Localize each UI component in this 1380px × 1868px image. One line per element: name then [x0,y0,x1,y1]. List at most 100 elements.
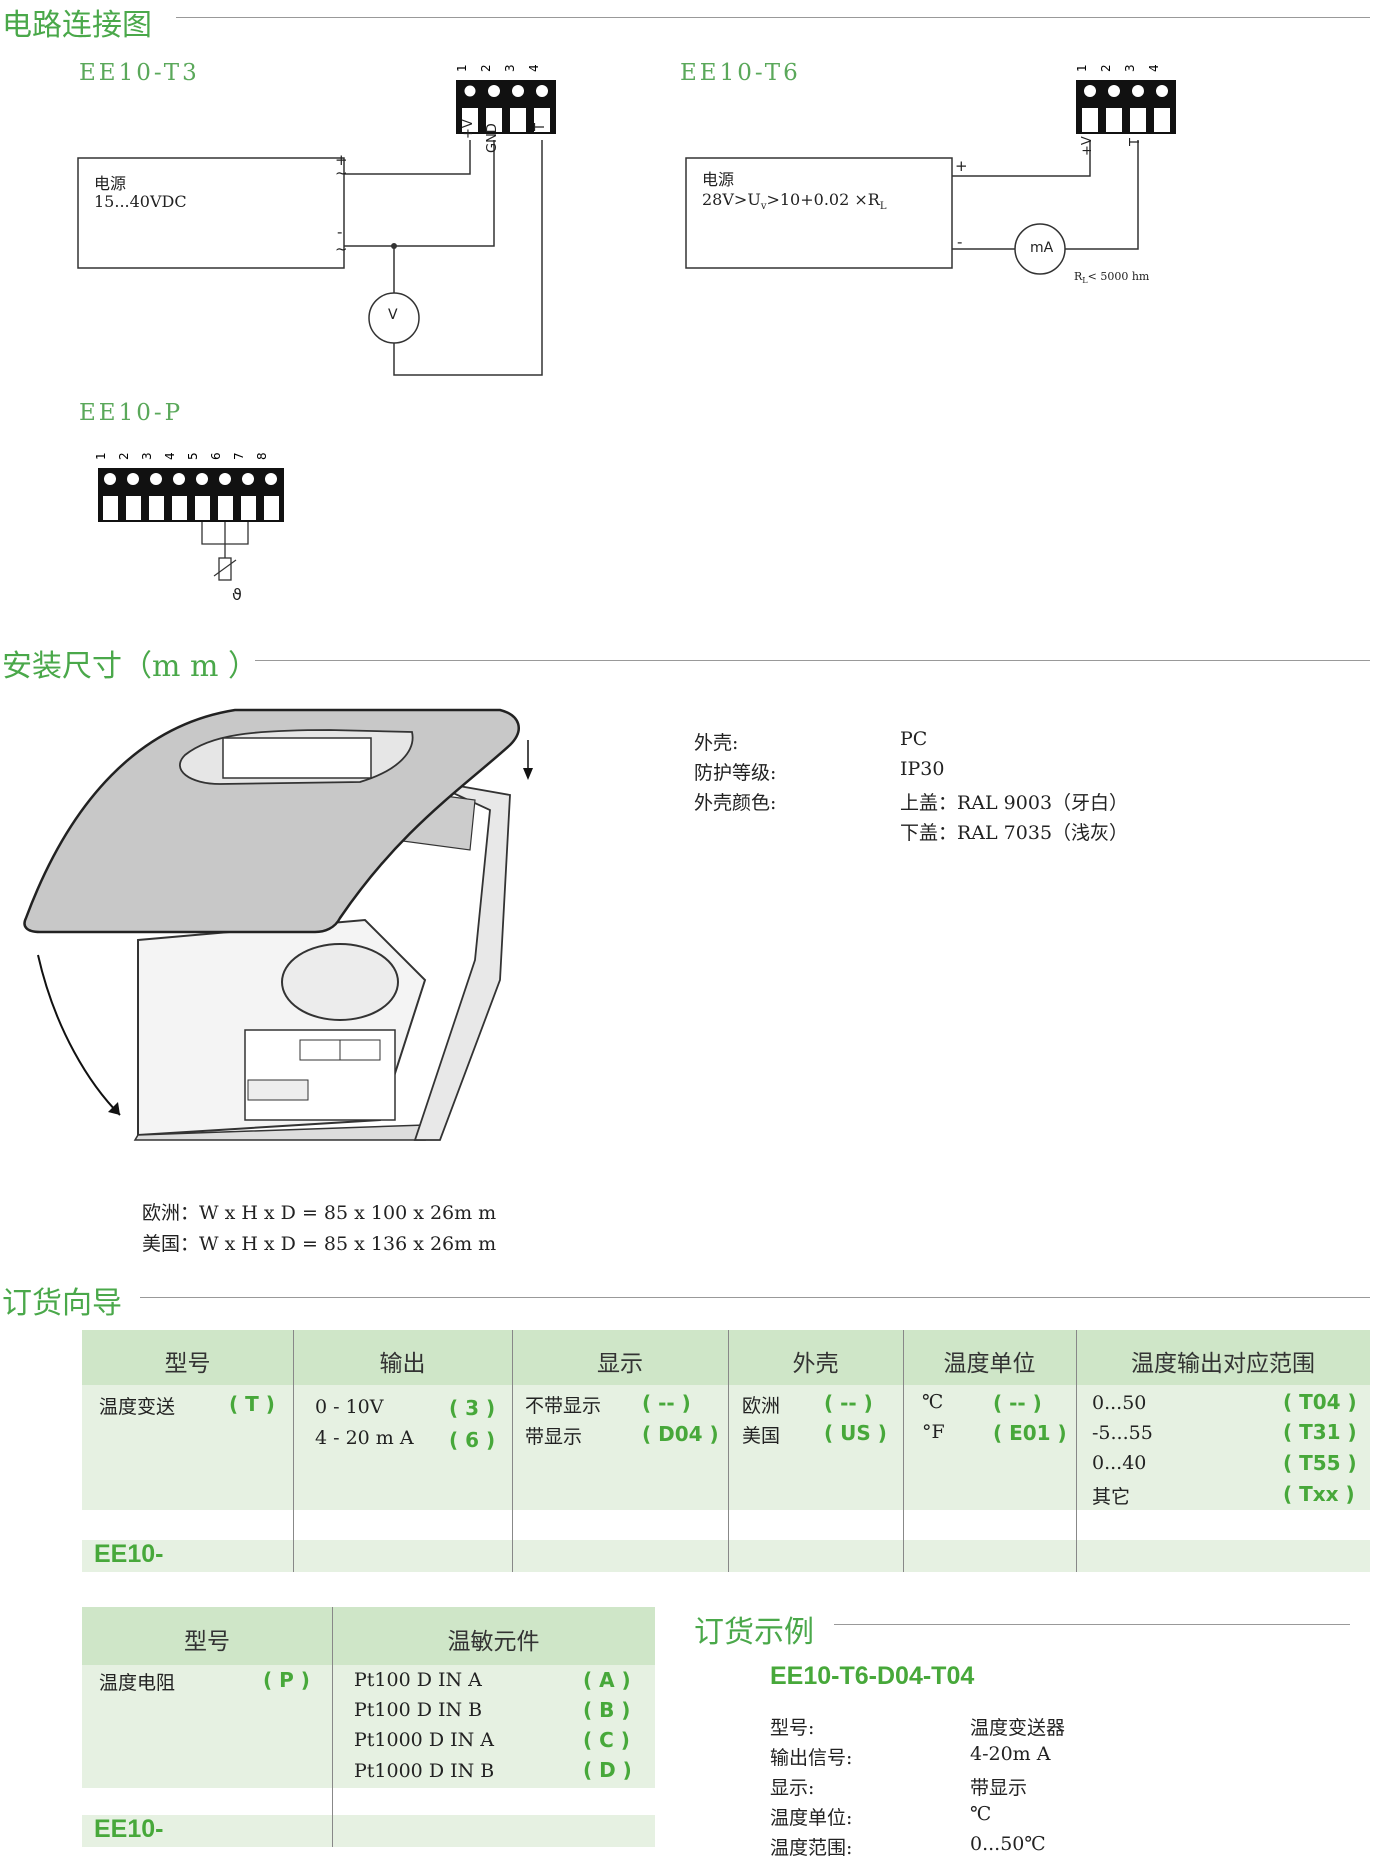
order-table-prefix-row [82,1540,1370,1572]
housing-code: ( US ) [824,1421,887,1445]
housing-code: ( -- ) [824,1391,873,1415]
pin-label-gnd: GND [485,123,500,153]
order-table-body [82,1385,1370,1510]
output-code: ( 3 ) [449,1396,496,1420]
svg-text:4: 4 [527,64,541,72]
range-code: ( T55 ) [1283,1451,1357,1475]
svg-text:5: 5 [186,452,200,460]
header-range: 温度输出对应范围 [1131,1351,1315,1377]
unit-code: ( -- ) [993,1391,1042,1415]
dimension-us: 美国：W x H x D = 85 x 136 x 26m m [142,1233,497,1255]
header-output: 输出 [379,1351,426,1377]
example-label: 输出信号: [770,1747,853,1769]
down-arrow-icon [523,768,533,780]
element-code: ( D ) [583,1758,632,1782]
svg-text:3: 3 [1123,64,1137,72]
power-value-t3: 15...40VDC [94,192,187,211]
example-label: 显示: [770,1777,815,1799]
terminal-pin-numbers: 1 2 3 4 [1075,64,1161,72]
svg-text:6: 6 [209,452,223,460]
housing-drawing [23,708,533,1141]
range-code: ( T04 ) [1283,1390,1357,1414]
pin-label-t: T [533,123,548,131]
unit-option: °F [922,1421,945,1443]
ammeter-icon [1014,223,1066,275]
section-divider [176,17,1370,18]
order-table2-body [82,1665,655,1788]
svg-text:2: 2 [479,64,493,72]
header-housing: 外壳 [792,1351,839,1377]
header-display: 显示 [597,1351,643,1377]
header-unit: 温度单位 [943,1351,1036,1377]
display-option: 带显示 [525,1426,583,1448]
power-label-t3: 电源 [94,174,127,193]
element-option: Pt100 D IN A [354,1669,482,1691]
svg-text:1: 1 [94,452,108,460]
example-value: 0...50℃ [970,1833,1046,1855]
svg-text:4: 4 [163,452,177,460]
minus-sign: - [957,233,963,251]
order-table-header-row [82,1330,1370,1385]
minus-sign: - [337,223,343,241]
wiring-diagram-t3: 1 2 3 4 [77,64,556,376]
voltmeter-label: V [388,307,398,323]
section-title-ordering: 订货向导 [2,1286,122,1321]
header-model: 型号 [184,1629,230,1655]
range-option: 0...50 [1092,1392,1147,1414]
power-supply-box [77,157,345,269]
power-value-t6: 28V>Uv>10+0.02 ×RL [702,190,887,213]
model-code: ( P ) [263,1668,310,1692]
output-option: 0 - 10V [315,1396,384,1418]
unit-option: ℃ [922,1391,944,1413]
display-code: ( D04 ) [642,1422,719,1446]
example-value: 带显示 [970,1777,1028,1799]
element-option: Pt1000 D IN A [354,1729,494,1751]
range-option: 其它 [1092,1486,1131,1508]
section-title-example: 订货示例 [694,1615,814,1650]
header-model: 型号 [164,1351,211,1377]
order-prefix: EE10- [94,1815,164,1843]
terminal-pin-numbers: 1 2 3 4 5 6 7 8 [94,452,269,460]
terminal-block-top [98,468,284,490]
tilde-sign: ~ [335,164,348,182]
example-value: 4-20m A [970,1743,1051,1765]
svg-text:1: 1 [1075,64,1089,72]
sensor-symbol: ϑ [232,585,242,604]
ammeter-label: mA [1030,240,1054,256]
svg-text:2: 2 [1099,64,1113,72]
housing-option: 美国 [742,1425,781,1447]
model-label-t6: EE10-T6 [680,60,801,86]
range-option: -5...55 [1092,1422,1153,1444]
spec-label: 外壳: [694,732,739,754]
spec-value: IP30 [900,758,945,780]
housing-option: 欧洲 [742,1395,781,1417]
open-arrow-icon [108,1102,120,1115]
tilde-sign: ~ [335,240,348,258]
wiring-diagram-t6: 1 2 3 4 [685,64,1176,275]
svg-text:3: 3 [503,64,517,72]
element-option: Pt100 D IN B [354,1699,483,1721]
range-code: ( Txx ) [1283,1482,1355,1506]
section-divider [140,1297,1370,1298]
svg-text:8: 8 [255,452,269,460]
example-label: 温度单位: [770,1807,853,1829]
voltmeter-icon [368,292,420,344]
terminal-pin-numbers: 1 2 3 4 [455,64,541,72]
pin-label-plus-v: +V [1080,136,1095,156]
wiring-diagram-p: 1 2 3 4 5 6 7 8 [94,452,284,581]
section-title-wiring: 电路连接图 [2,8,152,43]
section-divider [255,660,1370,661]
svg-text:1: 1 [455,64,469,72]
spec-value: 下盖：RAL 7035（浅灰） [900,822,1129,844]
output-option: 4 - 20 m A [315,1427,414,1449]
range-code: ( T31 ) [1283,1420,1357,1444]
terminal-block-top [456,80,556,102]
load-resistance-note: RL< 5000 hm [1074,270,1150,286]
section-title-dimensions: 安装尺寸（m m ） [2,649,258,684]
model-option: 温度变送 [99,1396,176,1418]
terminal-block-top [1076,80,1176,102]
example-label: 温度范围: [770,1837,853,1859]
sensor-resistor-icon [218,557,232,581]
order-table2-prefix-row [82,1815,655,1847]
header-element: 温敏元件 [447,1629,540,1655]
